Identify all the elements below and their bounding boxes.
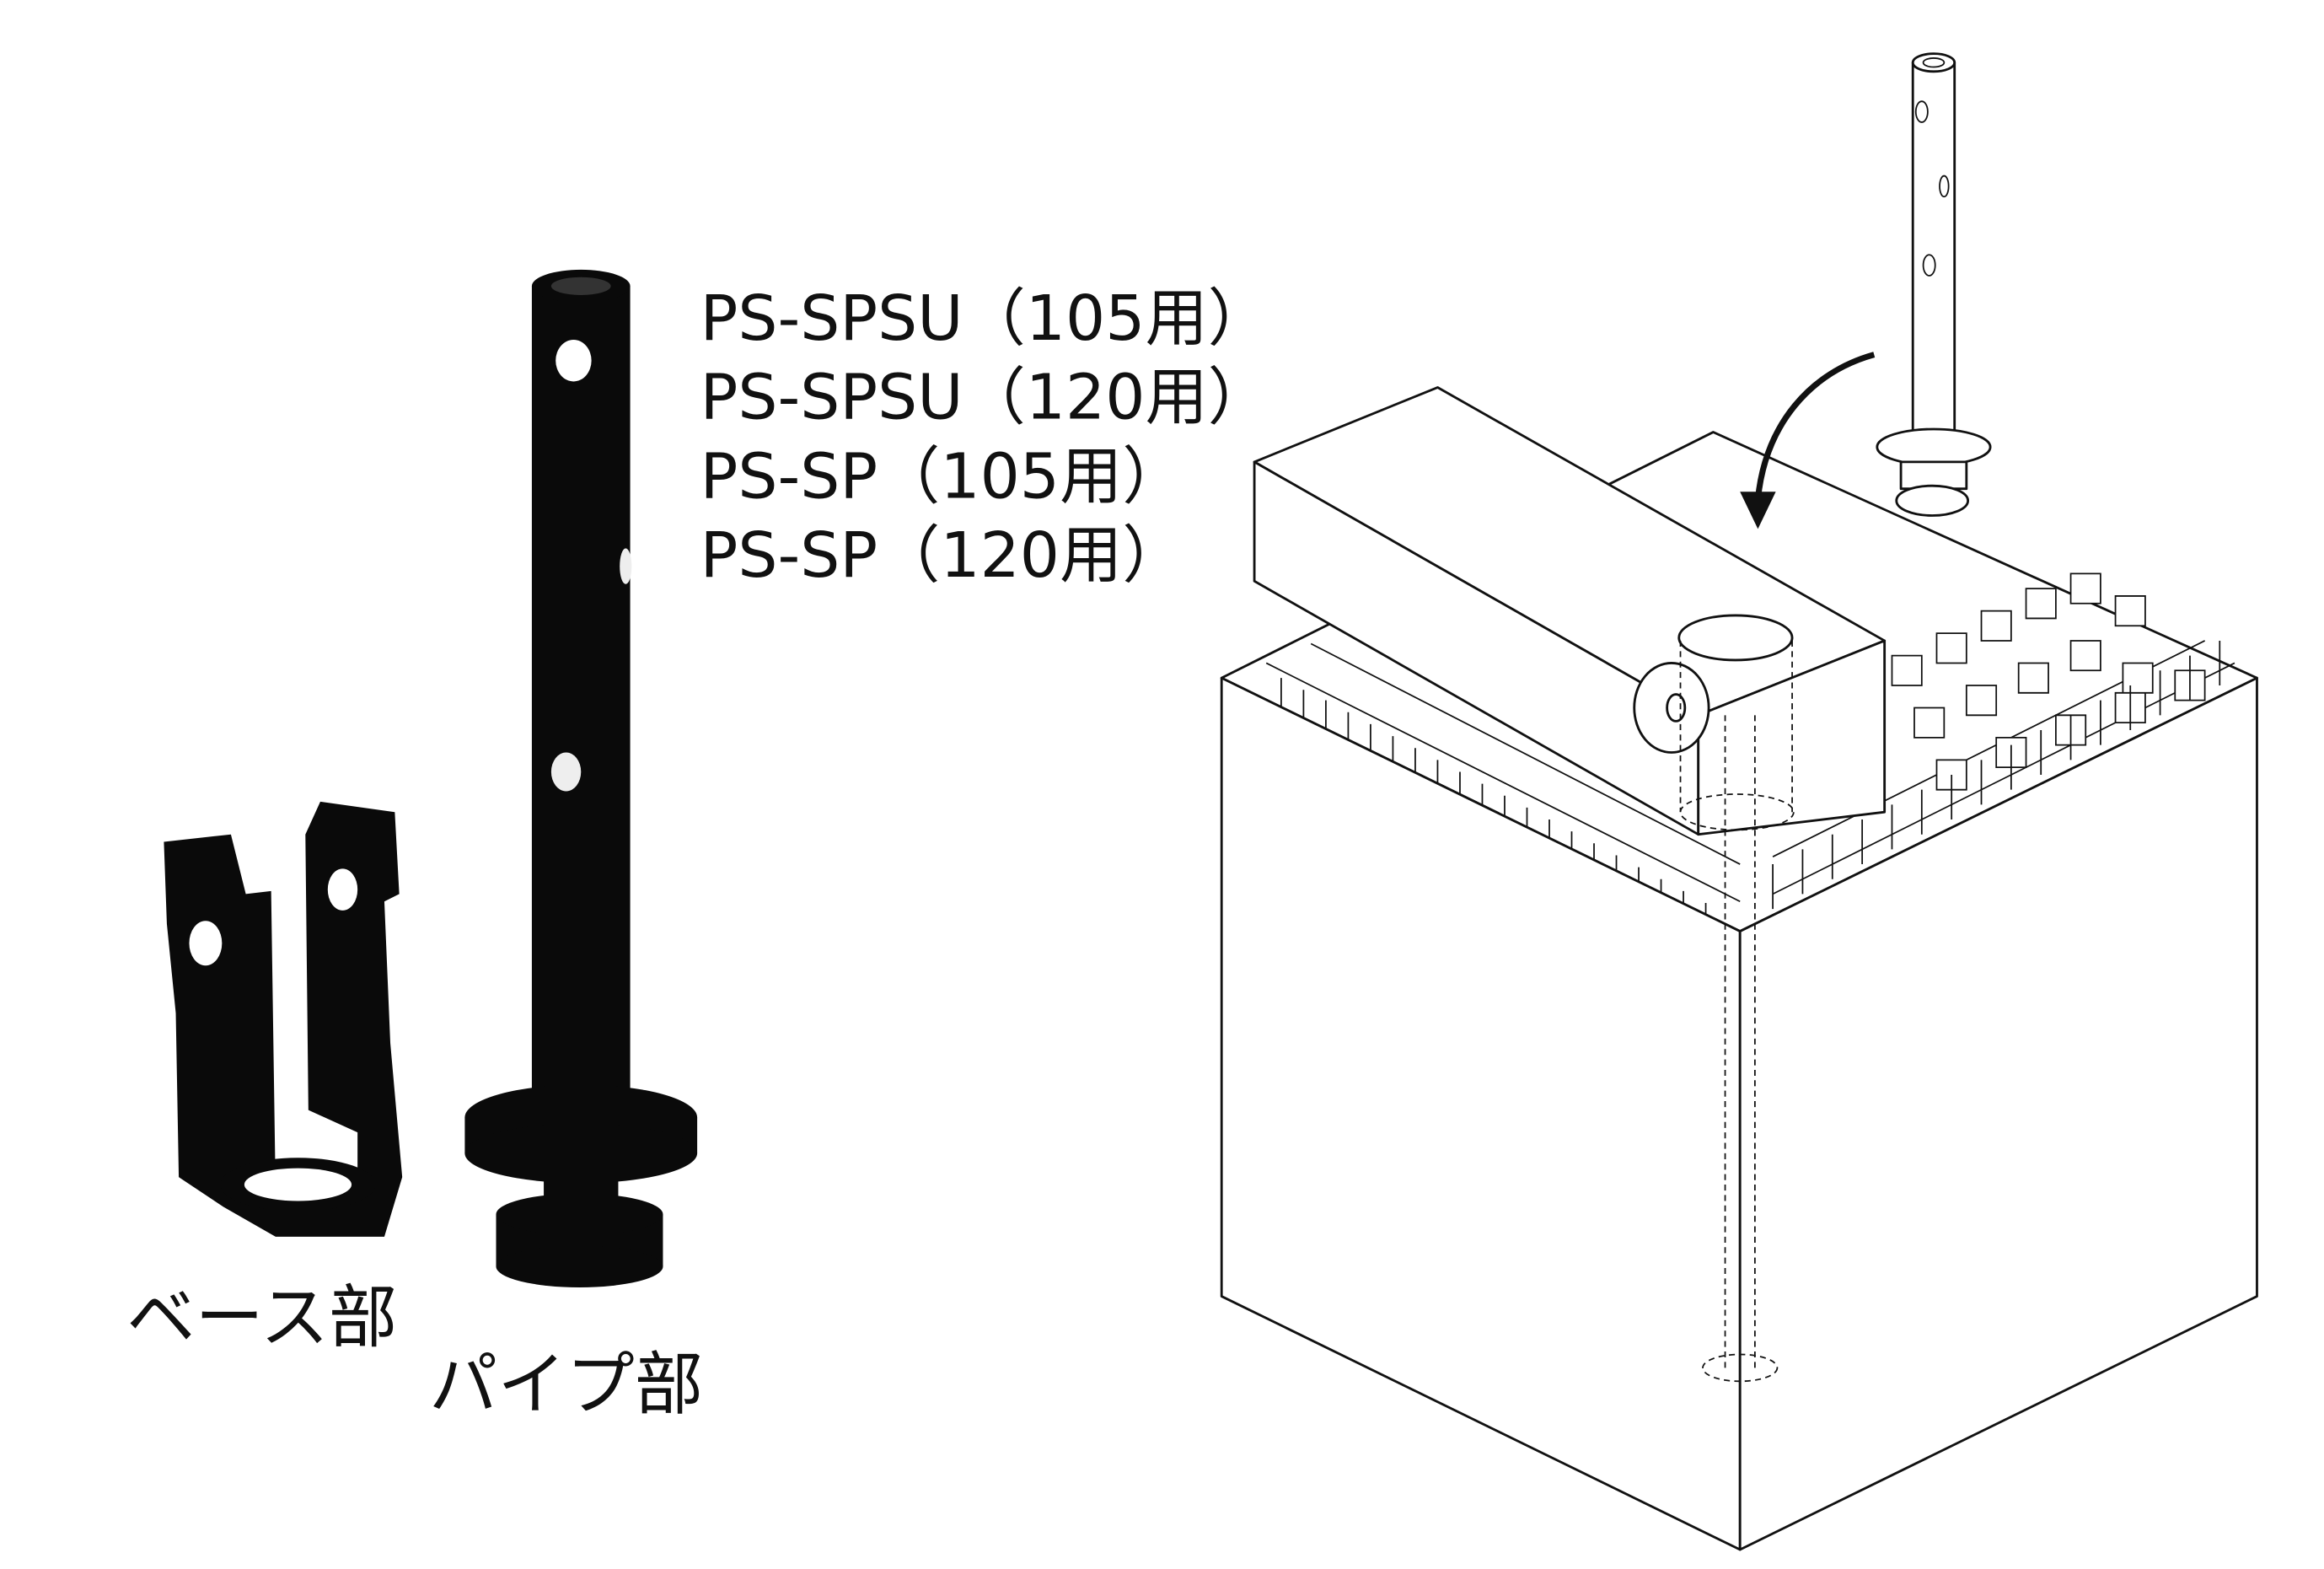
hidden-base <box>1679 793 1795 831</box>
insert-arrow <box>1754 352 1876 500</box>
arrow-head-icon <box>1740 492 1776 529</box>
socket-opening <box>1677 614 1794 662</box>
pipe-illustration <box>1876 52 1992 517</box>
model-name: PS-SPSU（120用） <box>700 361 1270 434</box>
hidden-pipe-bottom <box>1702 1353 1779 1383</box>
model-name: PS-SP（120用） <box>700 519 1185 592</box>
model-name: PS-SP（105用） <box>700 439 1185 513</box>
side-hole-inner <box>1666 693 1687 723</box>
pipe-part-image <box>464 269 698 1287</box>
base-part-label: ベース部 <box>126 1279 397 1358</box>
pipe-part-label: パイプ部 <box>429 1346 703 1425</box>
model-list: PS-SPSU（105用） PS-SPSU（120用） PS-SP（105用） … <box>700 282 1270 592</box>
model-name: PS-SPSU（105用） <box>700 282 1270 355</box>
installation-diagram <box>1220 52 2258 1551</box>
panel-right-face <box>1738 676 2258 1551</box>
hidden-pipe-lines <box>1679 640 1793 1371</box>
base-part-image <box>164 801 403 1237</box>
